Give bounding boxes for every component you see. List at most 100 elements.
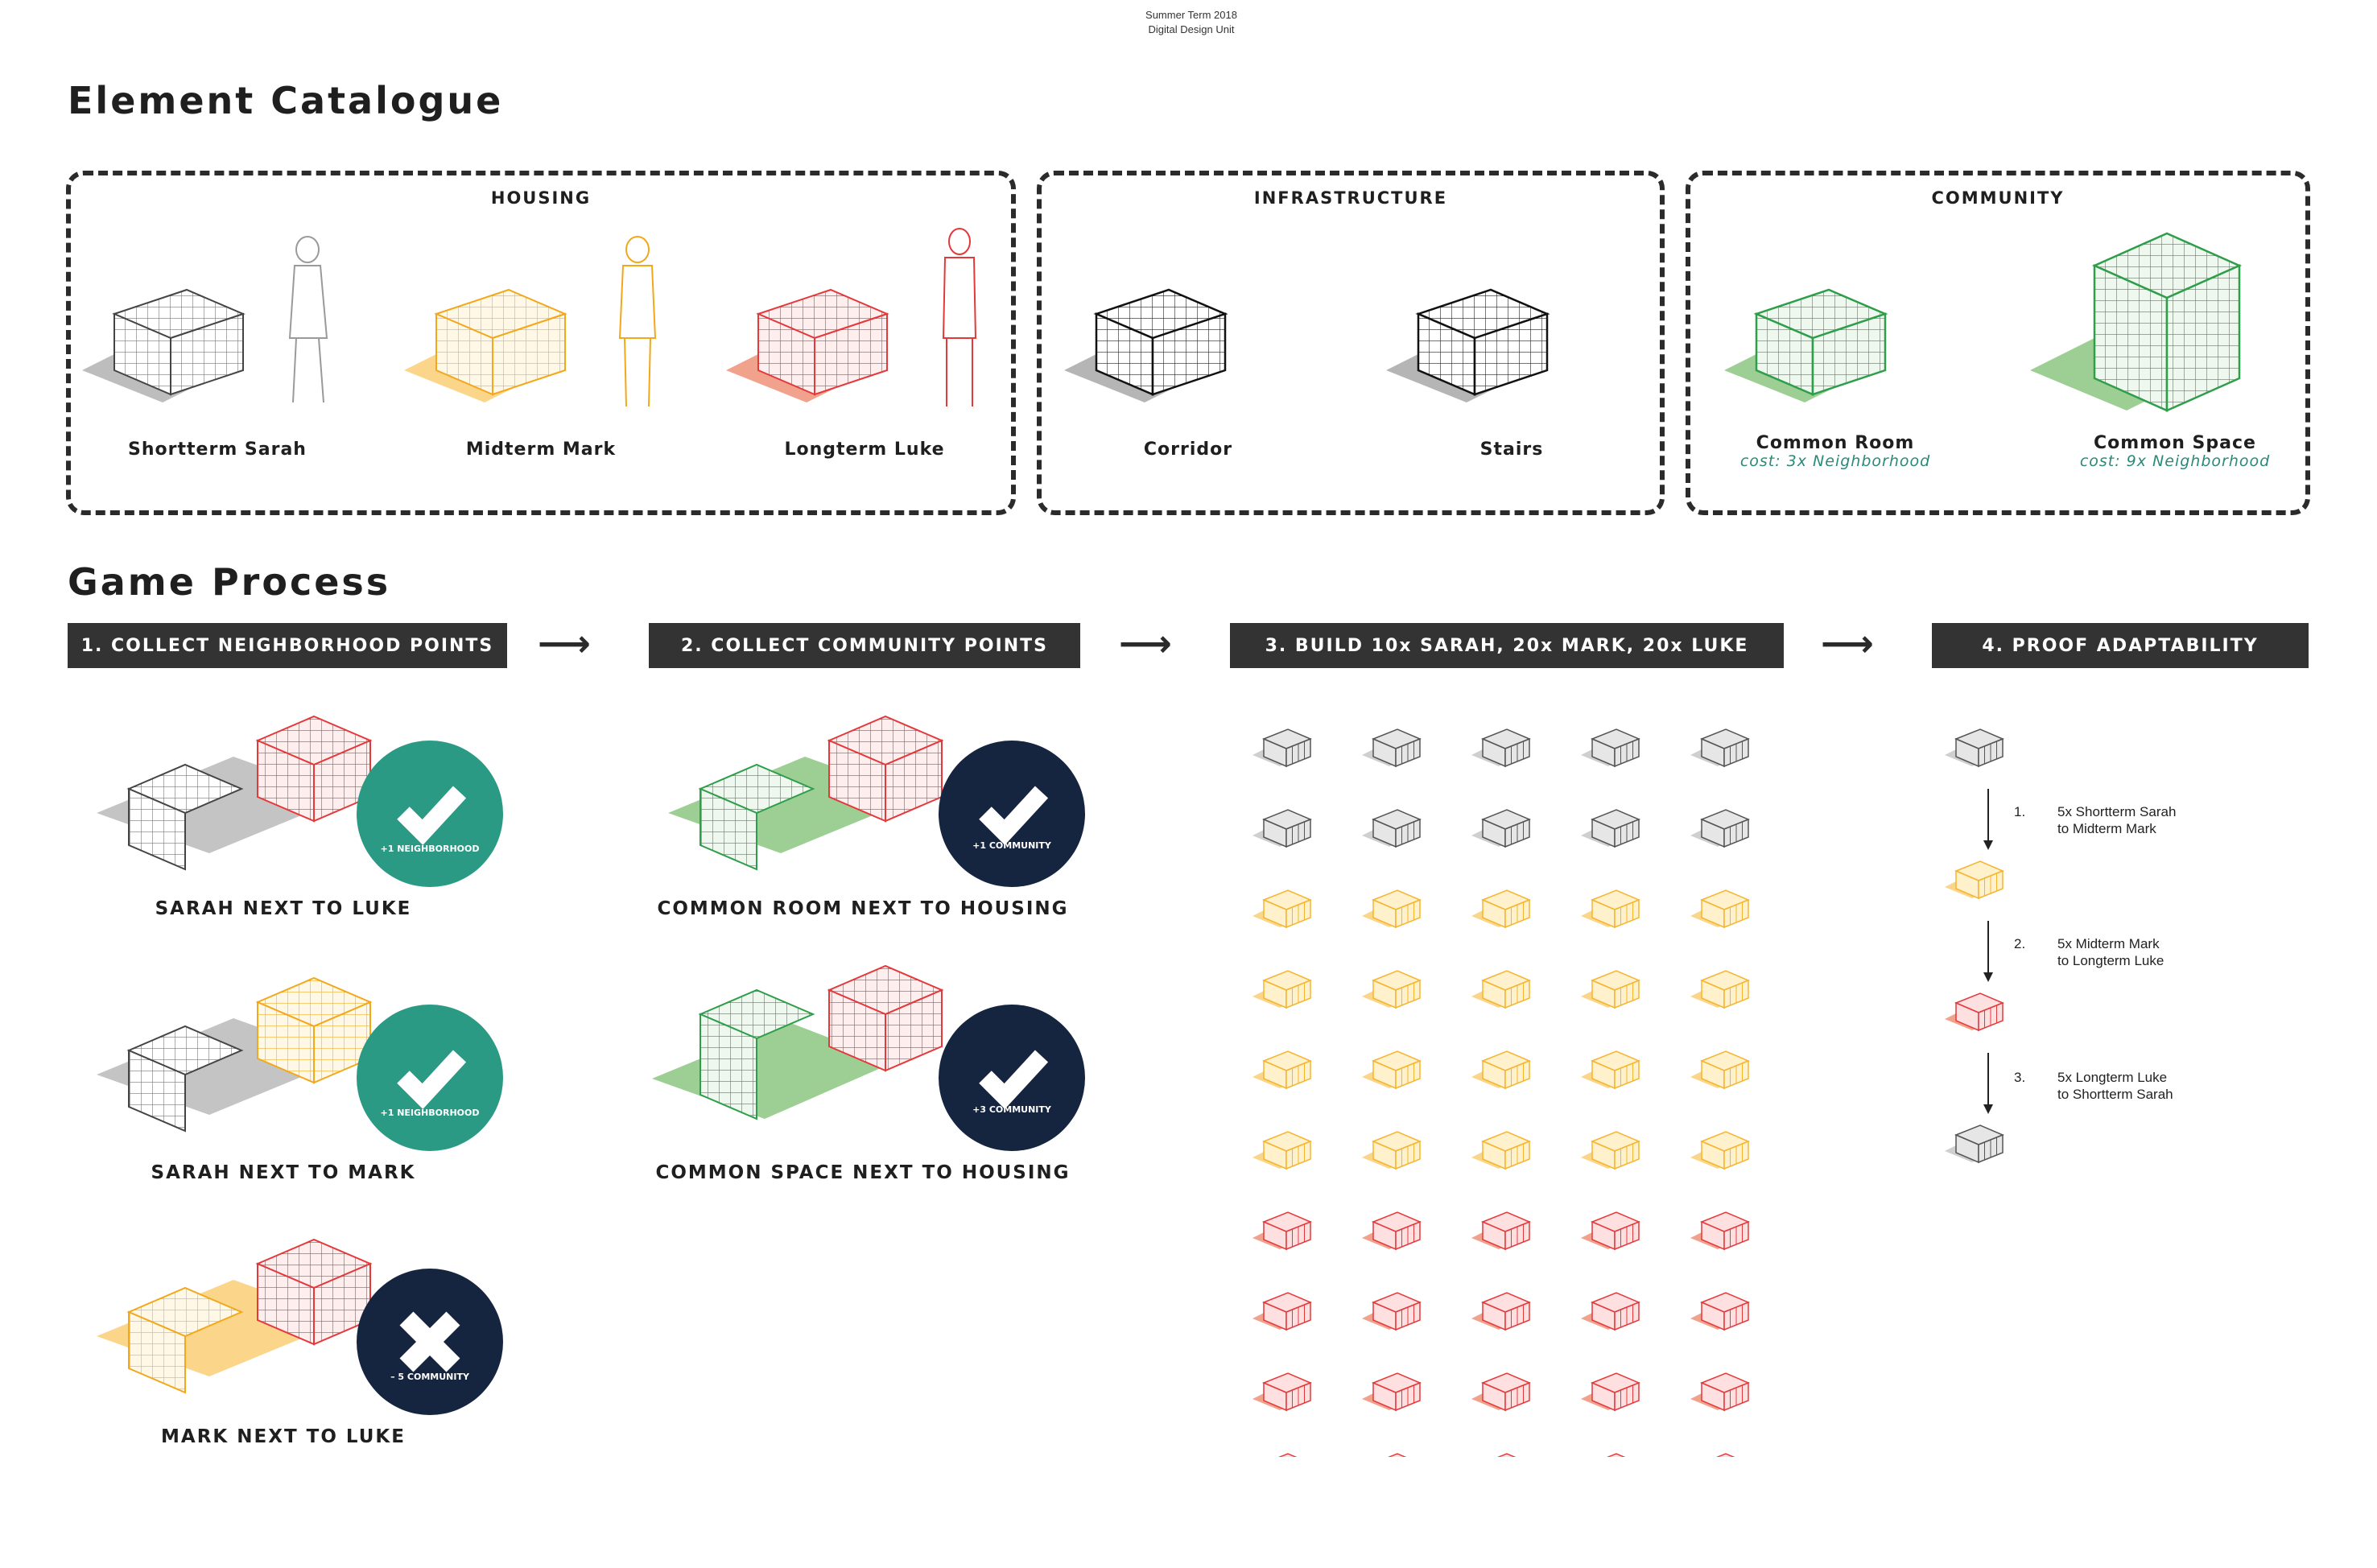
sarah-house-icon	[1471, 809, 1531, 848]
mark-house-icon	[1690, 889, 1750, 929]
catalogue-illustrations	[82, 228, 2243, 412]
neighborhood-badge	[357, 741, 503, 887]
adapt-step-2-num: 2.	[2014, 936, 2026, 951]
luke-house-icon	[1362, 1372, 1422, 1412]
community-rules-illustration	[652, 715, 944, 1120]
sarah-house-icon	[1471, 728, 1531, 768]
label-common-space: Common Space	[2094, 433, 2256, 453]
check-icon	[397, 1050, 467, 1109]
rule-sarah-mark: SARAH NEXT TO MARK	[151, 1162, 416, 1183]
adapt-step-3-line2: to Shortterm Sarah	[2057, 1087, 2173, 1102]
arrow-right-icon: ⟶	[1119, 621, 1172, 665]
luke-block-icon	[726, 288, 889, 402]
check-icon	[397, 786, 467, 845]
arrow-head-icon	[1983, 972, 1993, 982]
adapt-step-2-line1: 5x Midterm Mark	[2057, 936, 2160, 951]
badge-text: +1 COMMUNITY	[972, 840, 1051, 851]
sarah-house-icon	[1581, 809, 1640, 848]
community-title: COMMUNITY	[1931, 188, 2065, 208]
rule-common-space: COMMON SPACE NEXT TO HOUSING	[655, 1162, 1071, 1183]
mark-block-icon	[404, 288, 567, 402]
sarah-house-icon	[1945, 1124, 2004, 1164]
meta-term: Summer Term 2018	[1145, 9, 1237, 21]
catalogue-title: Element Catalogue	[68, 79, 504, 122]
mark-house-icon	[1690, 1131, 1750, 1170]
adaptability-illustration	[1945, 728, 2004, 1164]
luke-house-icon	[1581, 1372, 1640, 1412]
sarah-house-icon	[1581, 728, 1640, 768]
neighborhood-rules-illustration	[97, 715, 373, 1394]
cost-common-space: cost: 9x Neighborhood	[2079, 452, 2271, 470]
luke-house-icon	[1690, 1292, 1750, 1331]
step-1-bar: 1. COLLECT NEIGHBORHOOD POINTS	[68, 623, 507, 668]
build-grid	[1252, 728, 1750, 1457]
mark-house-icon	[1252, 970, 1312, 1009]
luke-house-icon	[1471, 1372, 1531, 1412]
sarah-person-icon	[288, 236, 328, 403]
mark-house-icon	[1252, 889, 1312, 929]
sarah-house-icon	[1945, 728, 2004, 768]
cross-icon	[399, 1311, 460, 1372]
label-common-room: Common Room	[1756, 433, 1915, 453]
mark-house-icon	[1252, 1131, 1312, 1170]
mark-house-icon	[1471, 889, 1531, 929]
arrow-right-icon: ⟶	[1821, 621, 1874, 665]
label-corridor: Corridor	[1143, 439, 1233, 460]
rule-common-room: COMMON ROOM NEXT TO HOUSING	[657, 898, 1069, 919]
meta-header: Summer Term 2018 Digital Design Unit	[1079, 8, 1304, 37]
luke-house-icon	[1606, 1453, 1626, 1457]
mark-house-icon	[1690, 1050, 1750, 1090]
mark-house-icon	[1690, 970, 1750, 1009]
common-space-block-icon	[2030, 232, 2243, 412]
mark-house-icon	[1581, 970, 1640, 1009]
luke-house-icon	[1945, 992, 2004, 1032]
sarah-house-icon	[1252, 728, 1312, 768]
adapt-step-1-line2: to Midterm Mark	[2057, 821, 2156, 836]
community-badge	[939, 741, 1085, 887]
rule-sarah-luke: SARAH NEXT TO LUKE	[155, 898, 412, 919]
luke-house-icon	[1252, 1372, 1312, 1412]
community-penalty-badge	[357, 1269, 503, 1415]
stairs-block-icon	[1386, 288, 1550, 402]
adapt-step-2-text: 5x Midterm Mark to Longterm Luke	[2057, 935, 2164, 969]
luke-house-icon	[1581, 1211, 1640, 1251]
mark-house-icon	[1362, 970, 1422, 1009]
arrow-head-icon	[1983, 1104, 1993, 1114]
mark-house-icon	[1945, 860, 2004, 900]
sarah-house-icon	[1252, 809, 1312, 848]
mark-house-icon	[1471, 970, 1531, 1009]
mark-house-icon	[1581, 1050, 1640, 1090]
sarah-house-icon	[1690, 809, 1750, 848]
badge-text: +3 COMMUNITY	[972, 1104, 1051, 1115]
sarah-house-icon	[1362, 809, 1422, 848]
arrow-head-icon	[1983, 840, 1993, 850]
sarah-house-icon	[1362, 728, 1422, 768]
luke-house-icon	[1496, 1453, 1517, 1457]
step-4-bar: 4. PROOF ADAPTABILITY	[1932, 623, 2309, 668]
luke-house-icon	[1690, 1372, 1750, 1412]
cost-common-room: cost: 3x Neighborhood	[1739, 452, 1931, 470]
mark-house-icon	[1581, 889, 1640, 929]
community-group	[1686, 171, 2310, 515]
check-icon	[979, 786, 1049, 845]
luke-house-icon	[1277, 1453, 1298, 1457]
luke-house-icon	[1387, 1453, 1407, 1457]
housing-title: HOUSING	[490, 188, 592, 208]
luke-house-icon	[1252, 1211, 1312, 1251]
label-shortterm-sarah: Shortterm Sarah	[128, 439, 307, 460]
mark-house-icon	[1471, 1131, 1531, 1170]
infrastructure-title: INFRASTRUCTURE	[1253, 188, 1448, 208]
mark-house-icon	[1362, 1050, 1422, 1090]
infrastructure-group	[1037, 171, 1665, 515]
check-icon	[979, 1050, 1049, 1109]
luke-house-icon	[1362, 1292, 1422, 1331]
arrow-right-icon: ⟶	[538, 621, 591, 665]
housing-group	[66, 171, 1016, 515]
luke-house-icon	[1690, 1211, 1750, 1251]
adapt-step-1-num: 1.	[2014, 804, 2026, 819]
label-midterm-mark: Midterm Mark	[465, 439, 617, 460]
luke-house-icon	[1581, 1292, 1640, 1331]
process-title: Game Process	[68, 560, 391, 604]
step-3-bar: 3. BUILD 10x SARAH, 20x MARK, 20x LUKE	[1230, 623, 1784, 668]
mark-house-icon	[1362, 1131, 1422, 1170]
